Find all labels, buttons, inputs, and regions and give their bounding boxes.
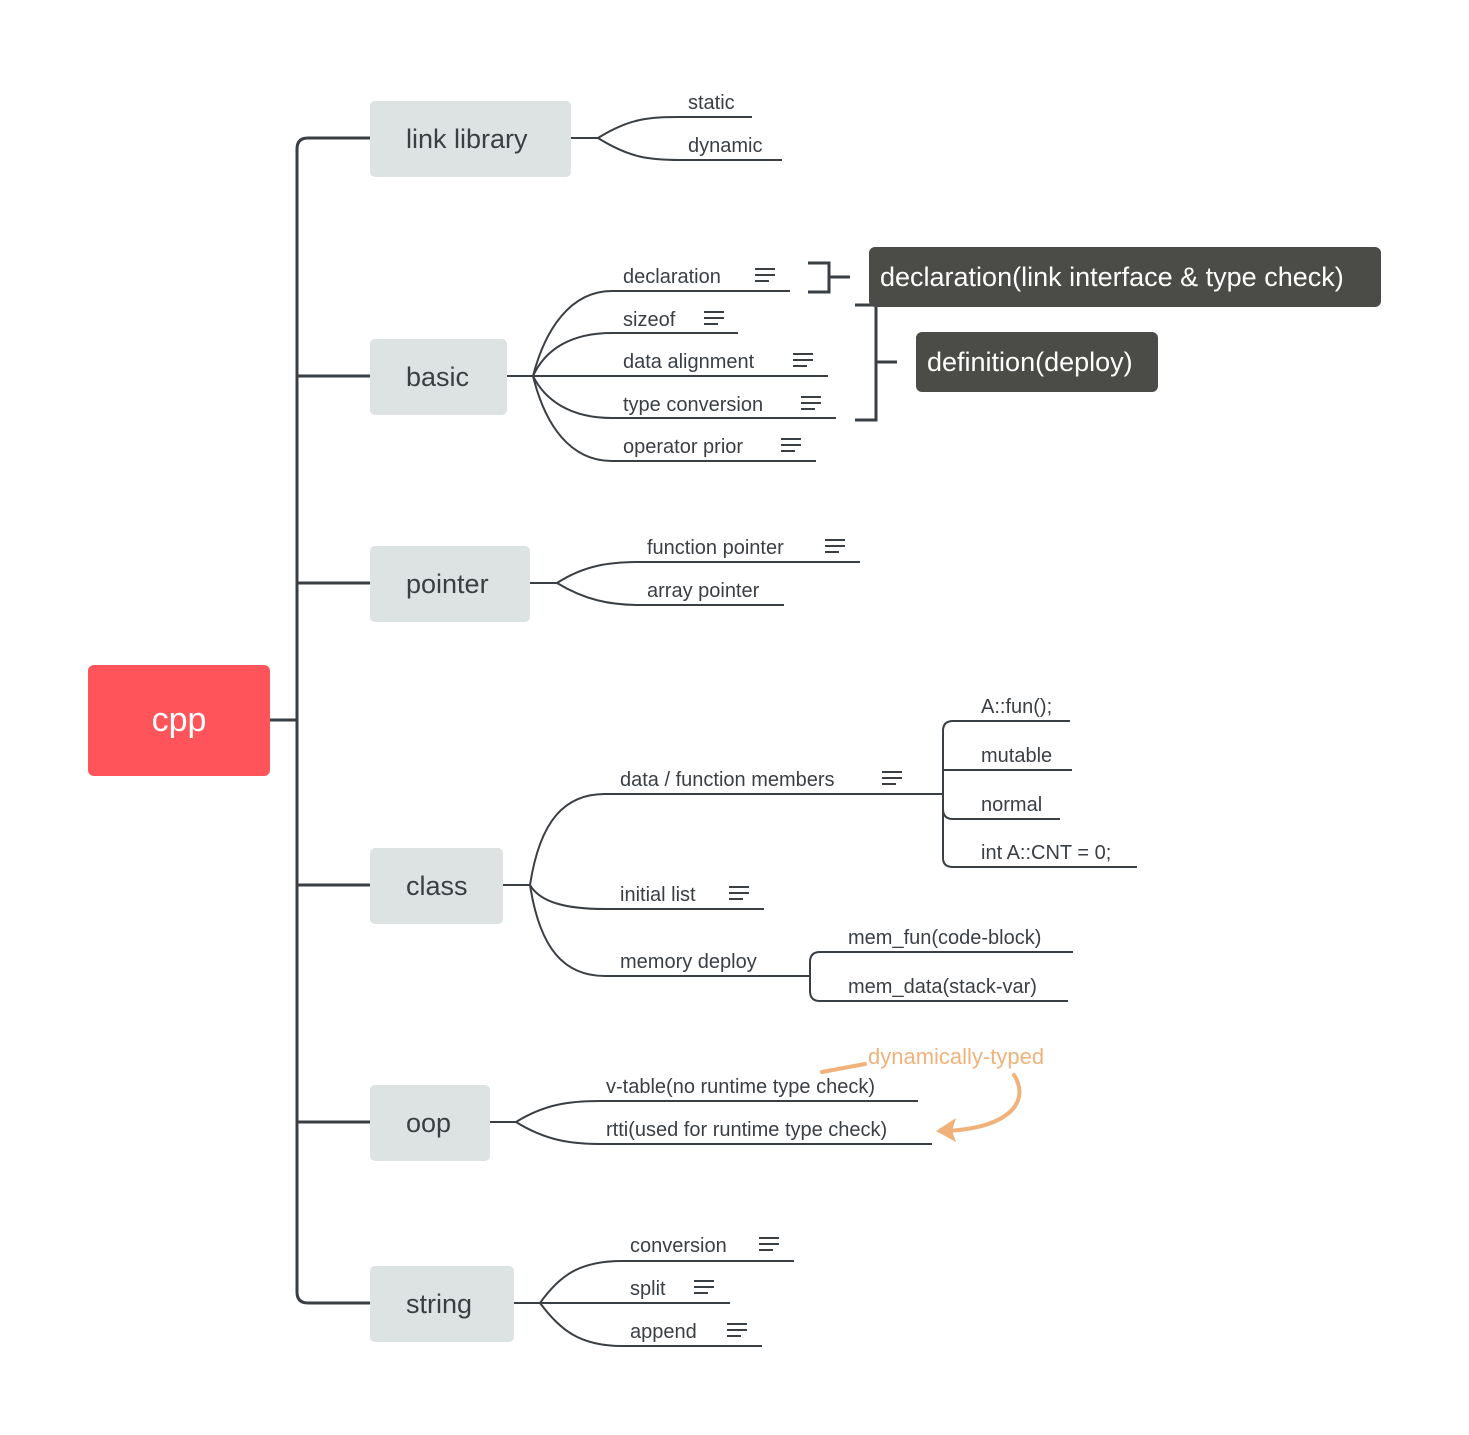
note-icon[interactable]: [704, 311, 724, 327]
summary-declaration[interactable]: declaration(link interface & type check): [869, 247, 1381, 307]
topic-basic[interactable]: basic: [370, 339, 507, 415]
note-icon[interactable]: [825, 539, 845, 555]
subtopic-mutable[interactable]: mutable: [981, 745, 1053, 767]
topic-link-library[interactable]: link library: [370, 101, 571, 177]
topic-oop[interactable]: oop: [370, 1085, 490, 1161]
subtopic-type-conversion[interactable]: type conversion: [623, 394, 764, 416]
summary-definition[interactable]: definition(deploy): [916, 332, 1158, 392]
subtopic-append[interactable]: append: [630, 1321, 697, 1343]
subtopic-v-table[interactable]: v-table(no runtime type check): [606, 1076, 876, 1098]
subtopic-memory-deploy[interactable]: memory deploy: [620, 951, 757, 973]
subtopic-mem-fun[interactable]: mem_fun(code-block): [848, 927, 1042, 949]
note-icon[interactable]: [694, 1280, 714, 1296]
topic-string[interactable]: string: [370, 1266, 514, 1342]
root-topic[interactable]: cpp: [88, 665, 270, 776]
subtopic-dynamic[interactable]: dynamic: [688, 135, 763, 157]
subtopic-split[interactable]: split: [630, 1278, 666, 1300]
topic-pointer[interactable]: pointer: [370, 546, 530, 622]
subtopic-normal[interactable]: normal: [981, 794, 1043, 816]
subtopic-mem-data[interactable]: mem_data(stack-var): [848, 976, 1037, 998]
subtopic-int-a-cnt[interactable]: int A::CNT = 0;: [981, 842, 1112, 864]
note-icon[interactable]: [729, 886, 749, 902]
topic-class[interactable]: class: [370, 848, 503, 924]
subtopic-data-function-members[interactable]: data / function members: [620, 769, 835, 791]
note-icon[interactable]: [882, 771, 902, 787]
note-icon[interactable]: [759, 1237, 779, 1253]
subtopic-operator-prior[interactable]: operator prior: [623, 436, 744, 458]
annotation-dynamically-typed: dynamically-typed: [868, 1044, 1045, 1069]
note-icon[interactable]: [781, 438, 801, 454]
subtopic-declaration[interactable]: declaration: [623, 266, 721, 288]
subtopic-conversion[interactable]: conversion: [630, 1235, 727, 1257]
subtopic-function-pointer[interactable]: function pointer: [647, 537, 784, 559]
subtopic-static[interactable]: static: [688, 92, 735, 114]
note-icon[interactable]: [801, 396, 821, 412]
subtopic-data-alignment[interactable]: data alignment: [623, 351, 755, 373]
note-icon[interactable]: [727, 1323, 747, 1339]
note-icon[interactable]: [793, 353, 813, 369]
subtopic-array-pointer[interactable]: array pointer: [647, 580, 760, 602]
note-icon[interactable]: [755, 268, 775, 284]
subtopic-initial-list[interactable]: initial list: [620, 884, 696, 906]
subtopic-sizeof[interactable]: sizeof: [623, 309, 676, 331]
subtopic-a-fun[interactable]: A::fun();: [981, 696, 1053, 718]
subtopic-rtti[interactable]: rtti(used for runtime type check): [606, 1119, 888, 1141]
